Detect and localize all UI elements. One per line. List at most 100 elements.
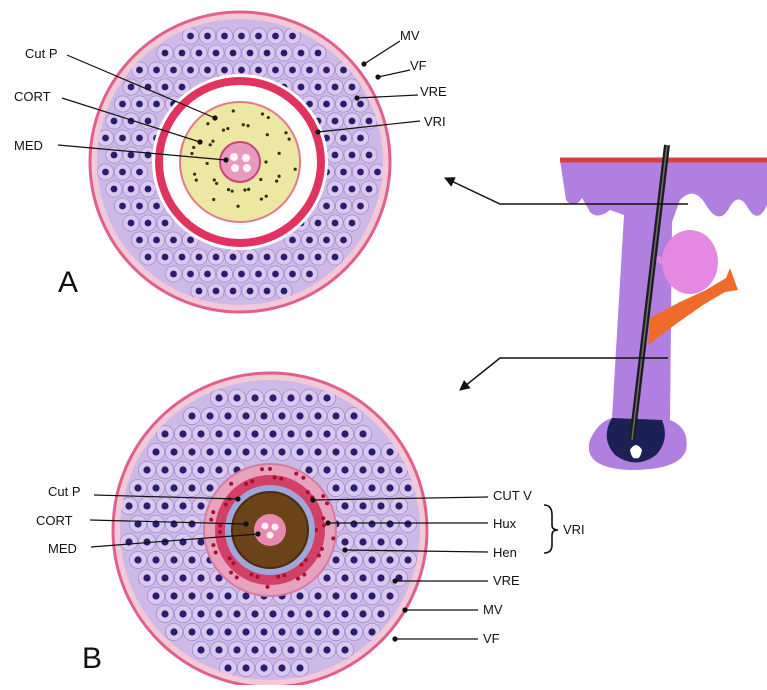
label-b-mv: MV <box>483 602 503 617</box>
cell-nucleus <box>188 412 195 419</box>
cell-nucleus <box>306 67 313 74</box>
cell-nucleus <box>357 203 364 210</box>
pigment-granule <box>226 127 229 130</box>
pigment-granule <box>244 482 248 486</box>
cell-nucleus <box>242 628 249 635</box>
cell-nucleus <box>386 484 393 491</box>
pigment-granule <box>278 152 281 155</box>
cell-nucleus <box>197 430 204 437</box>
cell-nucleus <box>152 484 159 491</box>
pigment-granule <box>301 476 305 480</box>
cell-nucleus <box>323 101 330 108</box>
cell-nucleus <box>298 84 305 91</box>
label-b-cut-v: CUT V <box>493 488 532 503</box>
cell-nucleus <box>332 186 339 193</box>
cell-nucleus <box>395 502 402 509</box>
cell-nucleus <box>315 50 322 57</box>
cell-nucleus <box>315 84 322 91</box>
cell-nucleus <box>341 502 348 509</box>
label-b-vre: VRE <box>493 573 520 588</box>
cell-nucleus <box>314 628 321 635</box>
cell-nucleus <box>204 271 211 278</box>
cell-nucleus <box>119 169 126 176</box>
cell-nucleus <box>366 118 373 125</box>
cell-nucleus <box>188 448 195 455</box>
cell-nucleus <box>224 448 231 455</box>
cell-nucleus <box>161 502 168 509</box>
cell-nucleus <box>357 135 364 142</box>
vri-brace <box>544 505 558 553</box>
cell-nucleus <box>296 664 303 671</box>
cell-nucleus <box>255 271 262 278</box>
pigment-granule <box>211 140 214 143</box>
pigment-granule <box>255 575 259 579</box>
cell-nucleus <box>153 203 160 210</box>
cell-nucleus <box>221 271 228 278</box>
cell-nucleus <box>233 430 240 437</box>
cell-nucleus <box>224 412 231 419</box>
cell-nucleus <box>340 169 347 176</box>
cell-nucleus <box>314 412 321 419</box>
label-b-cort: CORT <box>36 513 73 528</box>
cell-nucleus <box>289 237 296 244</box>
cell-nucleus <box>145 254 152 261</box>
label-b-hen: Hen <box>493 545 517 560</box>
cell-nucleus <box>260 664 267 671</box>
pigment-granule <box>228 556 232 560</box>
pigment-granule <box>296 577 300 581</box>
cell-nucleus <box>289 67 296 74</box>
cell-nucleus <box>298 50 305 57</box>
pigment-granule <box>232 561 236 565</box>
cell-nucleus <box>161 430 168 437</box>
cell-nucleus <box>374 169 381 176</box>
cell-nucleus <box>162 84 169 91</box>
pigment-granule <box>215 182 218 185</box>
pigment-granule <box>206 122 209 125</box>
cell-nucleus <box>340 237 347 244</box>
cell-nucleus <box>323 237 330 244</box>
cell-nucleus <box>269 394 276 401</box>
cell-nucleus <box>128 152 135 159</box>
cell-nucleus <box>179 430 186 437</box>
cell-nucleus <box>368 592 375 599</box>
cell-nucleus <box>340 101 347 108</box>
pigment-granule <box>266 585 270 589</box>
cell-nucleus <box>136 237 143 244</box>
pigment-granule <box>224 502 228 506</box>
cell-nucleus <box>350 628 357 635</box>
cell-nucleus <box>221 67 228 74</box>
pigment-granule <box>331 536 335 540</box>
cell-nucleus <box>213 254 220 261</box>
cell-nucleus <box>349 118 356 125</box>
cell-nucleus <box>296 448 303 455</box>
pigment-granule <box>247 188 250 191</box>
cell-nucleus <box>357 101 364 108</box>
cell-nucleus <box>323 430 330 437</box>
cell-nucleus <box>278 448 285 455</box>
cell-nucleus <box>359 466 366 473</box>
label-b-vf: VF <box>483 631 500 646</box>
cell-nucleus <box>332 592 339 599</box>
cell-nucleus <box>260 448 267 455</box>
cell-nucleus <box>269 646 276 653</box>
pigment-granule <box>211 543 215 547</box>
cell-nucleus <box>350 592 357 599</box>
pigment-granule <box>250 479 254 483</box>
cell-nucleus <box>368 448 375 455</box>
pigment-granule <box>273 475 277 479</box>
cell-nucleus <box>136 169 143 176</box>
cell-nucleus <box>170 448 177 455</box>
cell-nucleus <box>206 628 213 635</box>
cell-nucleus <box>170 592 177 599</box>
cell-nucleus <box>215 610 222 617</box>
cell-nucleus <box>224 592 231 599</box>
cell-nucleus <box>298 254 305 261</box>
cell-nucleus <box>170 237 177 244</box>
cell-nucleus <box>188 592 195 599</box>
cell-nucleus <box>119 203 126 210</box>
cell-nucleus <box>323 610 330 617</box>
cell-nucleus <box>197 502 204 509</box>
cell-nucleus <box>281 288 288 295</box>
